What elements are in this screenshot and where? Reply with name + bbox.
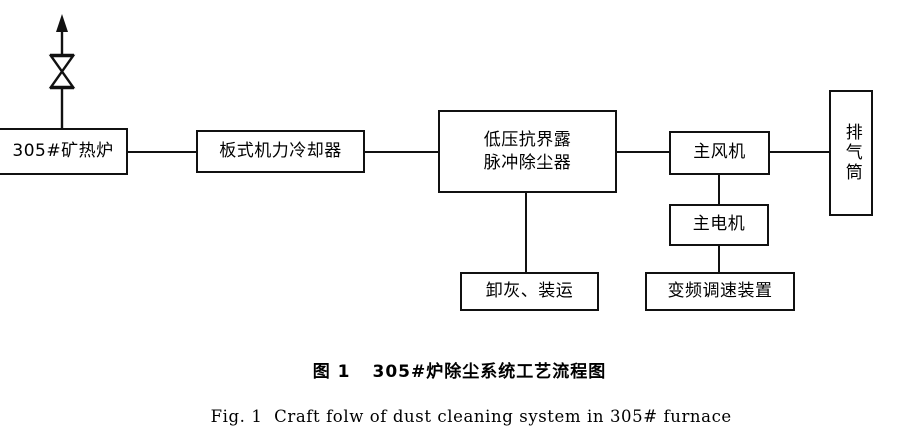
node-main-motor: 主电机: [669, 204, 769, 246]
node-ash-handling: 卸灰、装运: [460, 272, 599, 311]
figure-number: 图 1: [312, 362, 351, 382]
node-main-motor-label: 主电机: [692, 214, 746, 235]
connector-furnace-to-cooler: [127, 151, 197, 153]
figure-title-en: Fig. 1 Craft folw of dust cleaning syste…: [210, 407, 732, 426]
figure-caption-cn: 图 1 305#炉除尘系统工艺流程图: [0, 357, 919, 382]
node-ash-handling-label: 卸灰、装运: [485, 280, 574, 301]
node-cooler-label: 板式机力冷却器: [219, 140, 342, 161]
valve-bowtie-icon: [48, 54, 76, 89]
figure-title-cn: 305#炉除尘系统工艺流程图: [372, 362, 607, 382]
node-dust-collector-label: 低压抗界露 脉冲除尘器: [483, 129, 572, 173]
node-exhaust-stack-label: 排气筒: [841, 123, 862, 183]
connector-collector-to-ash: [525, 192, 527, 273]
node-furnace: 305#矿热炉: [0, 128, 128, 175]
node-furnace-label: 305#矿热炉: [12, 140, 114, 161]
node-dust-collector: 低压抗界露 脉冲除尘器: [438, 110, 617, 193]
connector-cooler-to-collector: [364, 151, 439, 153]
connector-fan-to-motor: [718, 174, 720, 205]
connector-motor-to-vfd: [718, 244, 720, 273]
node-main-fan-label: 主风机: [693, 142, 746, 163]
up-arrow-icon: [56, 14, 68, 32]
connector-fan-to-stack: [769, 151, 830, 153]
node-vfd: 变频调速装置: [645, 272, 795, 311]
figure-caption-en: Fig. 1 Craft folw of dust cleaning syste…: [0, 388, 919, 426]
node-cooler: 板式机力冷却器: [196, 130, 365, 173]
connector-collector-to-fan: [616, 151, 670, 153]
node-exhaust-stack: 排气筒: [829, 90, 873, 216]
relief-valve-assembly: [48, 8, 76, 130]
node-main-fan: 主风机: [669, 131, 770, 175]
node-vfd-label: 变频调速装置: [667, 280, 773, 301]
